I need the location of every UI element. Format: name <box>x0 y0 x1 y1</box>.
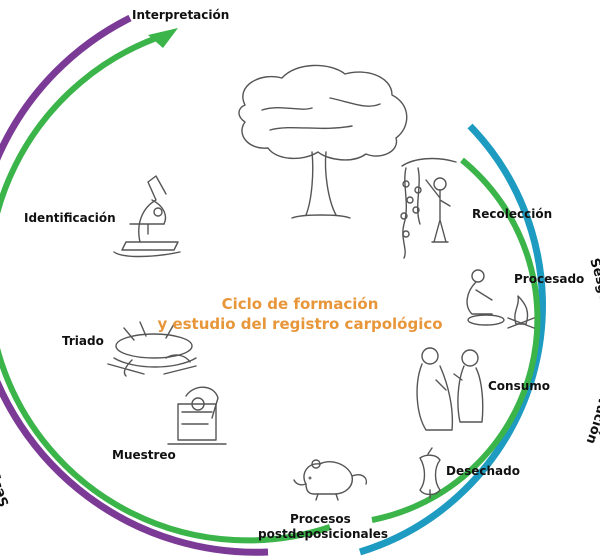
harvesting-person-icon <box>400 157 457 259</box>
stage-procesos-line2: postdeposicionales <box>258 527 389 541</box>
cycle-title-line2: y estudio del registro carpológico <box>157 315 443 333</box>
stage-consumo: Consumo <box>488 379 551 393</box>
stage-procesos-line1: Procesos <box>290 512 351 526</box>
conservation-bias-arc <box>358 123 546 556</box>
sampling-icon <box>167 386 227 445</box>
cycle-arc-right <box>371 157 541 523</box>
stage-triado: Triado <box>62 334 104 348</box>
tree-icon <box>238 64 408 219</box>
stage-recoleccion: Recolección <box>472 207 553 221</box>
stage-identificacion: Identificación <box>24 211 116 225</box>
cycle-title-line1: Ciclo de formación <box>221 295 379 313</box>
stage-muestreo: Muestreo <box>112 448 176 462</box>
stage-procesado: Procesado <box>514 272 585 286</box>
cycle-arc-left <box>0 32 331 544</box>
stage-interpretacion: Interpretación <box>132 8 230 22</box>
apple-core-icon <box>419 447 441 499</box>
conservation-bias-label: Sesgo en la conservación <box>583 257 600 446</box>
sieve-hands-icon <box>107 321 197 377</box>
study-bias-arc <box>0 14 269 556</box>
stage-desechado: Desechado <box>446 464 520 478</box>
processing-fire-icon <box>466 269 535 329</box>
cycle-arrow-head <box>148 28 178 48</box>
people-eating-icon <box>416 347 484 431</box>
microscope-icon <box>113 175 181 258</box>
cycle-title: Ciclo de formación y estudio del registr… <box>150 294 450 334</box>
mouse-icon <box>293 459 368 501</box>
